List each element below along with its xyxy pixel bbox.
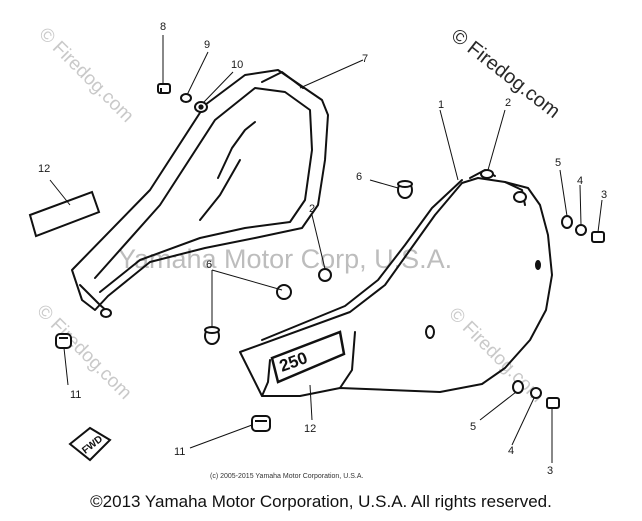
callout-12-lower: 12: [304, 423, 316, 435]
screw-3-lower: [546, 397, 560, 409]
callout-4-upper: 4: [577, 175, 583, 187]
cover-mount-holes: [425, 169, 541, 339]
washer-9: [180, 93, 192, 103]
bolt-8: [157, 83, 171, 94]
callout-3-lower: 3: [547, 465, 553, 477]
leader-lines: [49, 35, 603, 463]
callout-4-lower: 4: [508, 445, 514, 457]
callout-9: 9: [204, 39, 210, 51]
washer-4-upper: [575, 224, 587, 236]
callout-1: 1: [438, 99, 444, 111]
grommet-6-mid: [276, 284, 292, 300]
callout-5-lower: 5: [470, 421, 476, 433]
grommet-12-left-fastener: [100, 308, 112, 318]
callout-2-mid: 2: [309, 203, 315, 215]
watermark-firedog-bottom-left: © Firedog.com: [32, 301, 135, 404]
nut-5-upper: [561, 215, 573, 229]
grommet-2-mid: [318, 268, 332, 282]
fwd-badge: FWD: [68, 426, 112, 462]
grommet-11-lower: [251, 415, 271, 432]
copyright-footer: ©2013 Yamaha Motor Corporation, U.S.A. A…: [90, 492, 552, 511]
callout-3-upper: 3: [601, 189, 607, 201]
grommet-6-upper: [397, 180, 413, 199]
callout-11-lower: 11: [174, 446, 185, 458]
copyright-small: (c) 2005-2015 Yamaha Motor Corporation, …: [210, 473, 363, 480]
grommet-6-lower: [204, 326, 220, 345]
callout-12-left: 12: [38, 163, 50, 175]
nut-10: [194, 101, 208, 113]
nut-5-lower: [512, 380, 524, 394]
callout-2-upper: 2: [505, 97, 511, 109]
displacement-badge: 250: [270, 330, 346, 384]
grommet-11-left: [55, 333, 72, 349]
left-side-cover: [71, 69, 329, 313]
callout-6-mid: 6: [206, 259, 212, 271]
washer-4-lower: [530, 387, 542, 399]
callout-7: 7: [362, 53, 368, 65]
callout-5-upper: 5: [555, 157, 561, 169]
callout-8: 8: [160, 21, 166, 33]
callout-10: 10: [231, 59, 243, 71]
watermark-firedog-top-left: © Firedog.com: [34, 24, 137, 127]
callout-11-left: 11: [70, 389, 81, 401]
callout-6-upper: 6: [356, 171, 362, 183]
screw-3-upper: [591, 231, 605, 243]
decal-12-left: [28, 190, 101, 238]
callout-labels: 8 9 10 7 12 11 1 2 6 2 6 5 4 3 11 12 5 4…: [38, 21, 607, 477]
right-side-cover: [239, 169, 553, 397]
